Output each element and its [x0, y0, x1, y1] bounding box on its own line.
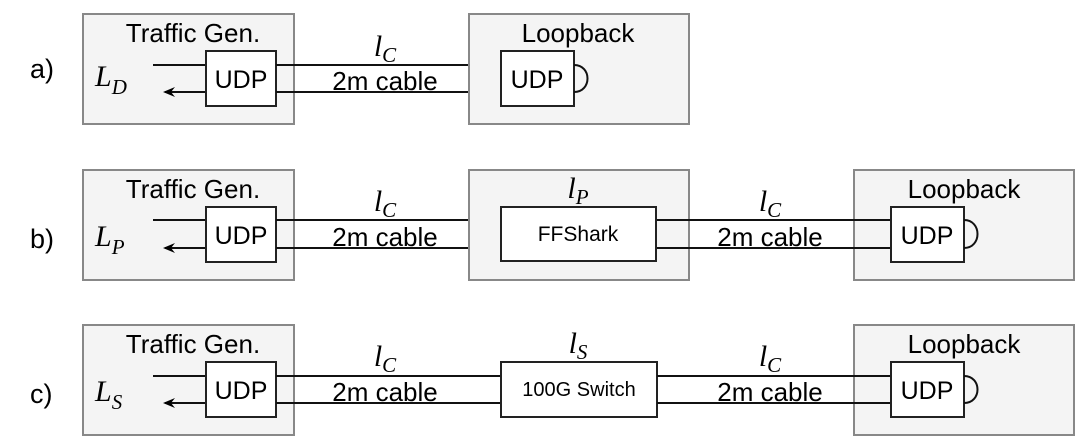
udp-port-label: UDP	[901, 377, 954, 405]
traffic-gen-node: Traffic Gen. LS UDP	[82, 324, 295, 436]
udp-port-box	[890, 206, 965, 263]
udp-port-label: UDP	[901, 222, 954, 250]
udp-port-label: UDP	[215, 377, 268, 405]
cable-label: 2m cable	[332, 222, 438, 252]
udp-port-label: UDP	[215, 222, 268, 250]
row-label: c)	[30, 379, 53, 409]
loopback-arc-icon	[963, 219, 979, 249]
udp-port-box	[205, 361, 277, 418]
device-label: FFShark	[538, 223, 619, 246]
cable-segment-1: lC 2m cable	[276, 340, 501, 407]
latency-symbol: LP	[94, 220, 125, 259]
cable-segment-2: lC 2m cable	[657, 340, 891, 407]
latency-symbol: LS	[94, 375, 123, 414]
udp-port-box	[205, 50, 277, 107]
cable-latency-symbol: lC	[374, 185, 397, 222]
udp-port-label: UDP	[511, 66, 564, 94]
switch-node: lS 100G Switch	[500, 327, 658, 418]
cable-label: 2m cable	[332, 66, 438, 96]
setup-c: c) Traffic Gen. LS UDP lC 2m cable lS 10…	[30, 324, 1075, 436]
cable-label: 2m cable	[332, 377, 438, 407]
setup-b: b) Traffic Gen. LP UDP lC 2m cable lP FF…	[30, 169, 1075, 281]
ffshark-node: lP FFShark	[468, 169, 891, 281]
ffshark-device-box	[500, 206, 657, 262]
udp-port-box	[890, 361, 965, 418]
device-latency-symbol: lP	[567, 172, 588, 209]
udp-port-box	[500, 50, 575, 107]
loopback-arc-icon	[963, 375, 979, 404]
latency-symbol: LD	[94, 60, 127, 99]
row-label: a)	[30, 54, 54, 84]
row-label: b)	[30, 224, 54, 254]
cable-label: 2m cable	[717, 377, 823, 407]
device-latency-symbol: lS	[569, 327, 588, 364]
traffic-gen-node: Traffic Gen. LD UDP	[82, 13, 295, 125]
cable-segment: lC 2m cable	[276, 30, 501, 96]
setup-a: a) Traffic Gen. LD UDP lC 2m cable Loopb…	[30, 13, 690, 125]
cable-segment-2: lC 2m cable	[717, 185, 823, 252]
switch-device-box	[500, 361, 658, 418]
cable-latency-symbol: lC	[759, 340, 782, 377]
cable-latency-symbol: lC	[374, 340, 397, 377]
udp-port-label: UDP	[215, 66, 268, 94]
traffic-gen-title: Traffic Gen.	[126, 174, 260, 204]
traffic-gen-node: Traffic Gen. LP UDP	[82, 169, 295, 281]
udp-port-box	[205, 206, 277, 263]
loopback-title: Loopback	[908, 174, 1022, 204]
loopback-node: Loopback UDP	[820, 324, 1075, 436]
loopback-node: Loopback UDP	[820, 169, 1075, 281]
loopback-node: Loopback UDP	[468, 13, 690, 125]
loopback-title: Loopback	[908, 329, 1022, 359]
loopback-title: Loopback	[522, 18, 636, 48]
loopback-arc-icon	[573, 64, 589, 93]
cable-latency-symbol: lC	[759, 185, 782, 222]
cable-segment-1: lC 2m cable	[276, 185, 501, 252]
device-label: 100G Switch	[522, 379, 635, 401]
cable-label: 2m cable	[717, 222, 823, 252]
traffic-gen-title: Traffic Gen.	[126, 329, 260, 359]
traffic-gen-title: Traffic Gen.	[126, 18, 260, 48]
cable-latency-symbol: lC	[374, 30, 397, 67]
